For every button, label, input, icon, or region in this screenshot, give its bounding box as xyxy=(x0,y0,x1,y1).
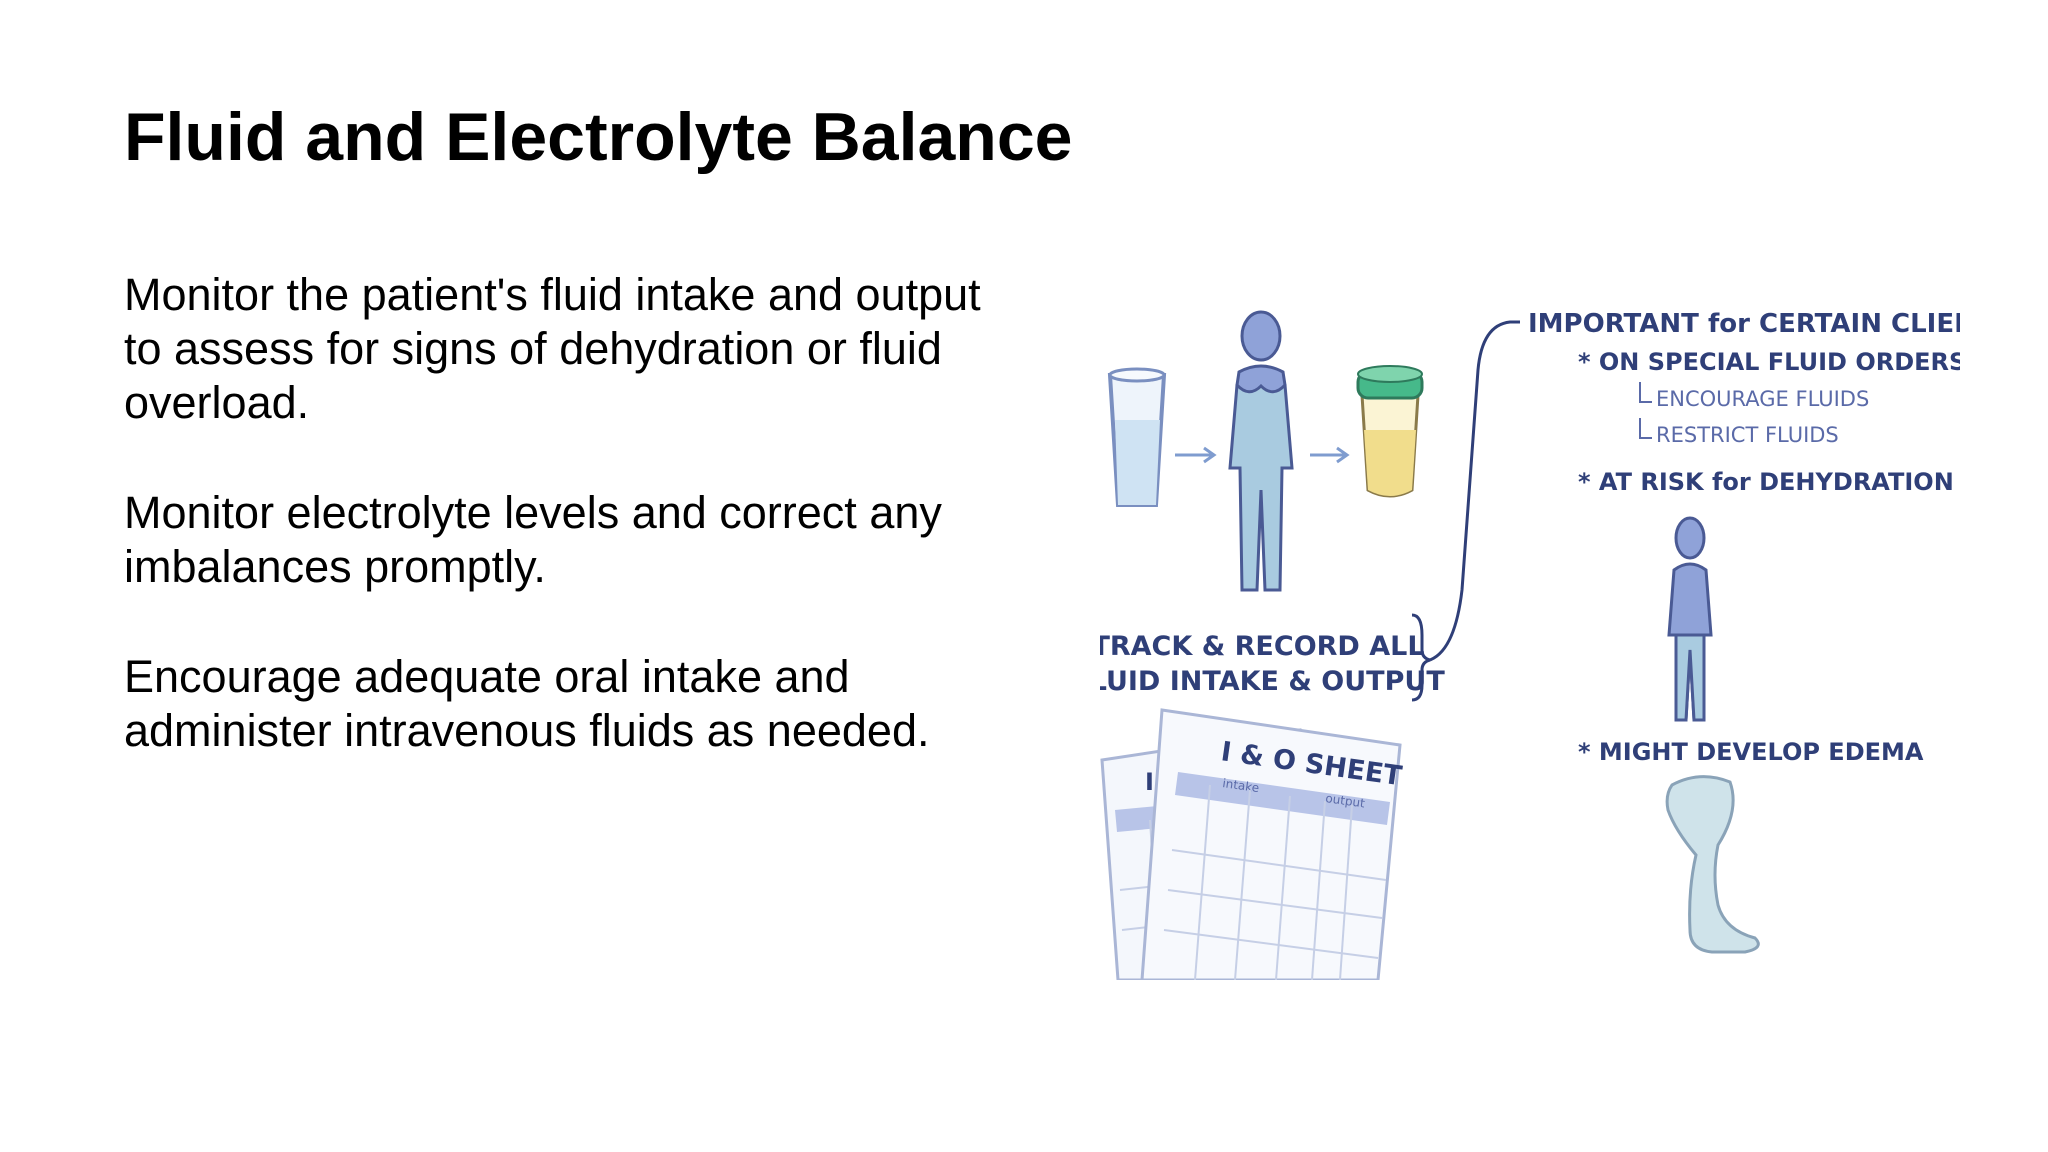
bullet-special-fluid-orders: * ON SPECIAL FLUID ORDERS xyxy=(1578,348,1960,376)
swollen-leg-icon xyxy=(1665,775,1760,954)
track-record-label-line2: FLUID INTAKE & OUTPUT xyxy=(1100,666,1445,697)
bullet-dehydration-risk: * AT RISK for DEHYDRATION xyxy=(1578,468,1954,496)
tree-branch-icon xyxy=(1639,418,1652,439)
paragraph-intake-output: Monitor the patient's fluid intake and o… xyxy=(124,269,981,428)
paragraph-oral-intake: Encourage adequate oral intake and admin… xyxy=(124,651,930,756)
slide-title: Fluid and Electrolyte Balance xyxy=(124,99,1073,175)
arrow-right-icon xyxy=(1310,446,1350,464)
important-heading: IMPORTANT for CERTAIN CLIENTS: xyxy=(1528,309,1960,339)
specimen-cup-icon xyxy=(1356,365,1424,498)
brace-connector-icon xyxy=(1411,320,1520,702)
arrow-right-icon xyxy=(1175,446,1217,464)
thin-person-icon xyxy=(1667,516,1713,722)
track-record-label-line1: TRACK & RECORD ALL xyxy=(1100,631,1425,662)
bullet-edema: * MIGHT DEVELOP EDEMA xyxy=(1578,738,1924,766)
sub-restrict-fluids: RESTRICT FLUIDS xyxy=(1656,423,1839,447)
paragraph-electrolytes: Monitor electrolyte levels and correct a… xyxy=(124,487,942,592)
water-glass-icon xyxy=(1107,367,1167,507)
fluid-balance-illustration: TRACK & RECORD ALL FLUID INTAKE & OUTPUT… xyxy=(1100,290,1960,980)
tree-branch-icon xyxy=(1639,382,1652,403)
sub-encourage-fluids: ENCOURAGE FLUIDS xyxy=(1656,387,1869,411)
slide-body: Monitor the patient's fluid intake and o… xyxy=(124,268,1024,814)
io-sheet-output-label: output xyxy=(1325,791,1366,810)
person-figure-icon xyxy=(1228,310,1294,592)
illustration-svg: TRACK & RECORD ALL FLUID INTAKE & OUTPUT… xyxy=(1100,309,1960,980)
io-sheet-front-icon: I & O SHEET intake output xyxy=(1140,708,1404,980)
